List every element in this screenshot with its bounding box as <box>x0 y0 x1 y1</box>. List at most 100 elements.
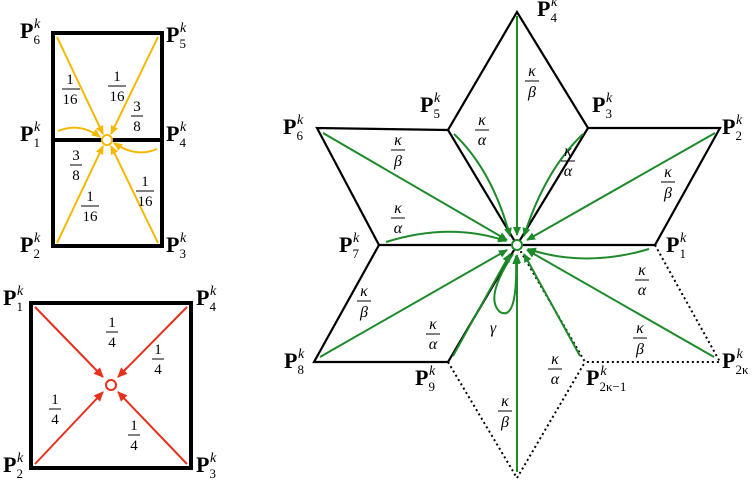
weight-right: 38 <box>131 99 143 135</box>
svg-text:α: α <box>394 220 403 237</box>
label-p2kappa: P2κk <box>722 347 749 377</box>
arrow-from-p2k <box>526 249 715 358</box>
svg-text:κ: κ <box>636 320 644 337</box>
arrow-from-p4 <box>117 306 188 378</box>
svg-text:4: 4 <box>108 335 116 351</box>
label-p2: P2k <box>3 451 24 481</box>
arrow-from-p1 <box>57 126 101 138</box>
arrow-from-p1 <box>527 247 650 260</box>
svg-text:3: 3 <box>133 99 141 115</box>
weight-right: 14 <box>152 342 164 378</box>
svg-text:1: 1 <box>130 418 138 434</box>
weight-p5-alpha: κα <box>475 112 489 149</box>
svg-text:β: β <box>635 341 644 358</box>
svg-text:α: α <box>638 282 647 299</box>
arrow-from-p2 <box>56 145 104 244</box>
svg-text:κ: κ <box>564 143 572 160</box>
quad-top <box>446 9 590 246</box>
face-mask-outline <box>29 301 193 470</box>
arrow-from-p5 <box>110 36 159 135</box>
arrow-from-p3 <box>522 133 584 237</box>
arrow-from-p2km1 <box>523 253 581 357</box>
svg-text:κ: κ <box>478 112 486 129</box>
svg-text:β: β <box>663 185 672 202</box>
vertex-mask-panel: P4k P5k P3k P6k P2k P7k P1k P8k P9k P2κ−… <box>283 0 749 480</box>
svg-text:1: 1 <box>108 315 116 331</box>
label-p5: P5k <box>166 21 187 51</box>
label-p4: P4k <box>196 284 217 314</box>
star-dotted-outline <box>447 244 722 480</box>
arrow-from-p3 <box>110 145 159 244</box>
weight-top: 14 <box>106 315 118 351</box>
quad-upper-right <box>517 126 722 247</box>
weight-p6-beta: κβ <box>391 132 405 170</box>
weight-p9-alpha: κα <box>426 316 440 353</box>
label-p3: P3k <box>592 91 613 121</box>
svg-text:α: α <box>551 371 560 388</box>
svg-text:α: α <box>429 336 438 353</box>
label-p1: P1k <box>20 120 41 150</box>
weight-p2kappa-beta: κβ <box>633 320 647 358</box>
arrow-from-p2 <box>526 132 716 241</box>
label-p2: P2k <box>20 231 41 261</box>
arrow-from-p1 <box>34 306 104 378</box>
label-p8: P8k <box>284 347 305 377</box>
svg-text:4: 4 <box>154 362 162 378</box>
svg-text:4: 4 <box>130 438 138 454</box>
face-point-marker <box>105 379 117 391</box>
label-p2: P2k <box>722 113 743 143</box>
svg-text:1: 1 <box>51 392 59 408</box>
arrow-from-p8 <box>319 249 508 358</box>
weight-left: 14 <box>49 392 61 428</box>
svg-text:κ: κ <box>638 262 646 279</box>
label-p1: P1k <box>3 284 24 314</box>
arrow-from-p5 <box>453 133 512 237</box>
weight-br: 116 <box>136 174 154 210</box>
svg-text:16: 16 <box>83 209 99 225</box>
face-mask-arrows <box>34 306 188 465</box>
label-p4: P4k <box>537 0 558 25</box>
svg-text:κ: κ <box>664 164 672 181</box>
svg-text:16: 16 <box>110 89 126 105</box>
weight-p2kappa-minus-1-alpha: κα <box>548 351 562 388</box>
edge-mask-weights: 116 116 38 38 116 116 <box>62 69 154 225</box>
label-p9: P9k <box>415 364 436 394</box>
svg-text:1: 1 <box>154 342 162 358</box>
weight-p8-beta: κβ <box>357 283 371 321</box>
svg-text:3: 3 <box>72 148 80 164</box>
svg-text:1: 1 <box>113 69 121 85</box>
svg-text:16: 16 <box>63 92 79 108</box>
svg-text:κ: κ <box>551 351 559 368</box>
svg-text:β: β <box>527 84 536 101</box>
vertex-point-marker <box>511 239 523 251</box>
label-p3: P3k <box>196 451 217 481</box>
weight-bottom: 14 <box>128 418 140 454</box>
weight-p7-alpha: κα <box>391 200 405 237</box>
face-mask-weights: 14 14 14 14 <box>49 315 164 454</box>
svg-text:β: β <box>500 414 509 431</box>
face-mask-panel: P1k P4k P2k P3k 14 14 14 14 <box>3 284 217 481</box>
label-p5: P5k <box>420 91 441 121</box>
weight-bottom-beta: κβ <box>498 393 512 431</box>
arrow-from-p9 <box>452 253 511 357</box>
weight-p2-beta: κβ <box>661 164 675 202</box>
svg-text:1: 1 <box>141 174 149 190</box>
weight-tr: 116 <box>108 69 126 105</box>
svg-text:α: α <box>478 132 487 149</box>
svg-text:κ: κ <box>360 283 368 300</box>
svg-text:κ: κ <box>394 200 402 217</box>
svg-text:8: 8 <box>133 119 141 135</box>
label-p3: P3k <box>166 231 187 261</box>
arrow-from-p6 <box>56 36 104 135</box>
svg-text:16: 16 <box>138 194 154 210</box>
edge-mask-arrows <box>56 36 159 244</box>
vertex-mask-weights: κβ κα κα κβ κβ κα κα κβ κβ κα κα κβ <box>357 63 675 431</box>
arrow-from-p6 <box>322 132 508 241</box>
quad-upper-left <box>315 126 517 247</box>
edge-mask-panel: P6k P5k P1k P4k P2k P3k 116 116 38 38 11… <box>20 17 187 261</box>
svg-text:κ: κ <box>394 132 402 149</box>
svg-text:κ: κ <box>528 63 536 80</box>
label-p2kappa-minus-1: P2κ−1k <box>586 364 626 394</box>
label-p1: P1k <box>666 231 687 261</box>
